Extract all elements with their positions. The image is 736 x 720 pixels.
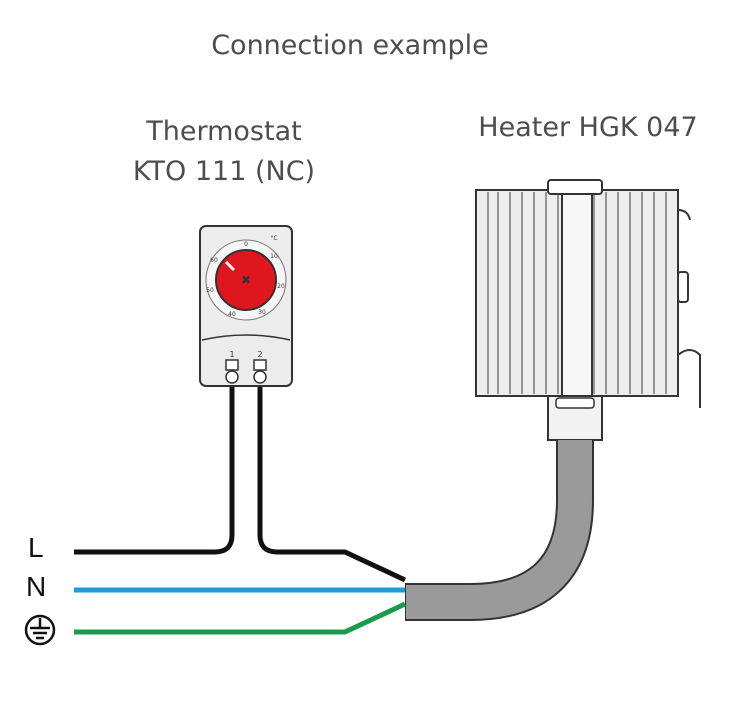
heater-label: Heater HGK 047 bbox=[478, 112, 698, 143]
dial-mark-60: 60 bbox=[210, 257, 218, 264]
terminal-1-clamp bbox=[225, 370, 239, 384]
dial-unit: °C bbox=[270, 235, 277, 242]
wire-label-live: L bbox=[28, 532, 44, 563]
ground-symbol-icon bbox=[24, 614, 56, 646]
thermostat-label-model: KTO 111 (NC) bbox=[132, 156, 316, 187]
wire-label-neutral: N bbox=[26, 571, 47, 602]
dial-mark-0: 0 bbox=[244, 241, 248, 248]
dial-mark-40: 40 bbox=[228, 311, 236, 318]
thermostat-label: Thermostat KTO 111 (NC) bbox=[100, 112, 348, 192]
wire-earth bbox=[74, 601, 407, 635]
heater-side-wire bbox=[677, 349, 701, 408]
thermostat-label-name: Thermostat bbox=[146, 116, 302, 147]
heater-mounting-clip bbox=[561, 191, 593, 397]
dial-pointer bbox=[224, 260, 236, 272]
heater-clip-top bbox=[677, 209, 691, 221]
dial-mark-50: 50 bbox=[206, 287, 214, 294]
terminal-1-screw bbox=[225, 359, 239, 371]
terminal-2-screw bbox=[253, 359, 267, 371]
heater-cable bbox=[406, 440, 592, 619]
heater-clip-top-tab bbox=[547, 179, 603, 195]
thermostat-kto-111: ✖ 0 10 20 30 40 50 60 °C 1 2 bbox=[199, 225, 293, 387]
terminal-2-clamp bbox=[253, 370, 267, 384]
dial-knob-icon: ✖ bbox=[241, 273, 251, 287]
terminal-1-label: 1 bbox=[229, 350, 234, 359]
terminal-2-label: 2 bbox=[257, 350, 262, 359]
heater-connector-side bbox=[677, 271, 689, 303]
heater-hgk-047 bbox=[475, 179, 701, 441]
dial-mark-20: 20 bbox=[277, 283, 285, 290]
diagram-title: Connection example bbox=[211, 30, 489, 61]
wire-live-to-terminal-1 bbox=[74, 385, 235, 555]
wire-terminal-2-to-heater bbox=[257, 385, 407, 583]
dial-mark-10: 10 bbox=[270, 253, 278, 260]
dial-mark-30: 30 bbox=[258, 309, 266, 316]
